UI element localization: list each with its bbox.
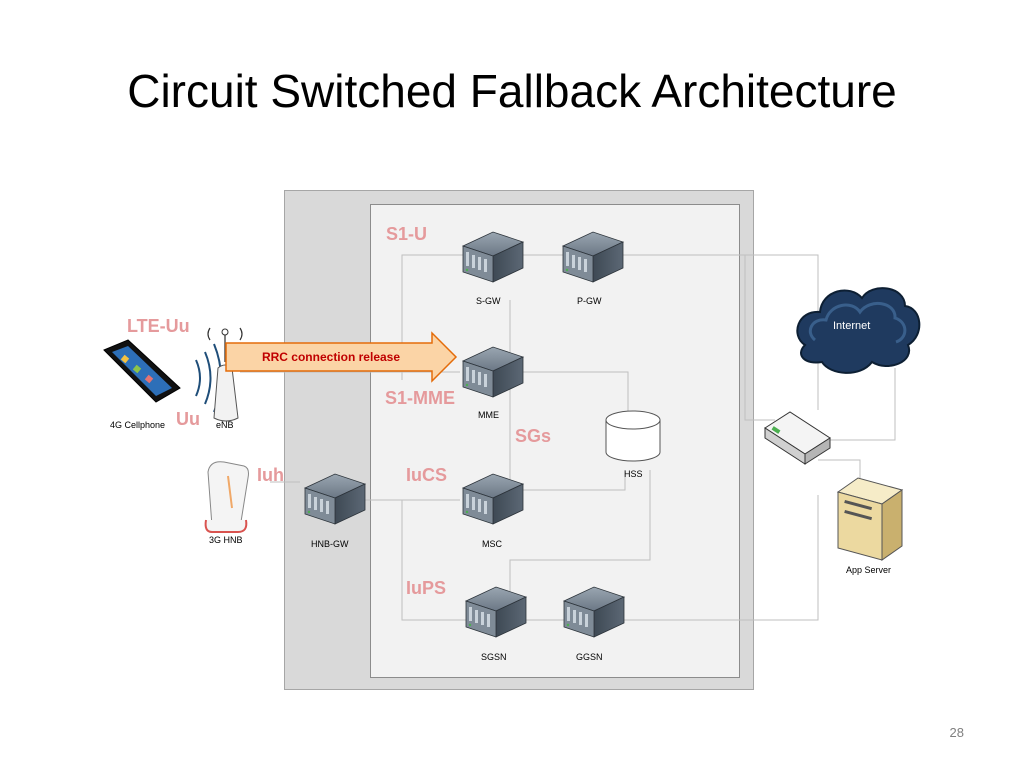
- app-server-label: App Server: [846, 565, 892, 575]
- internet-cloud-icon: [796, 287, 921, 374]
- slide-page-number: 28: [949, 725, 964, 740]
- s1u-interface-label: S1-U: [386, 224, 428, 244]
- hnb-gw-label: HNB-GW: [311, 539, 349, 549]
- ggsn-label: GGSN: [576, 652, 603, 662]
- lte-uu-interface-label: LTE-Uu: [127, 316, 190, 336]
- iucs-interface-label: IuCS: [406, 465, 448, 485]
- iuh-interface-label: Iuh: [257, 465, 284, 485]
- app-server-icon: [836, 477, 904, 561]
- ggsn-server-icon: [563, 586, 625, 638]
- sgw-label: S-GW: [476, 296, 501, 306]
- mme-label: MME: [478, 410, 499, 420]
- pgw-label: P-GW: [577, 296, 602, 306]
- hnbgw-server-icon: [304, 473, 366, 525]
- mme-server-icon: [462, 346, 524, 398]
- internet-label: Internet: [833, 320, 871, 332]
- router-icon: [764, 411, 831, 465]
- hss-database-icon: [605, 410, 661, 462]
- rrc-arrow-label: RRC connection release: [261, 350, 401, 364]
- hss-label: HSS: [624, 469, 643, 479]
- core-network-box: [370, 204, 740, 678]
- sgs-interface-label: SGs: [515, 426, 552, 446]
- slide-title: Circuit Switched Fallback Architecture: [127, 65, 897, 117]
- msc-label: MSC: [482, 539, 502, 549]
- sgsn-label: SGSN: [481, 652, 507, 662]
- sgw-server-icon: [462, 231, 524, 283]
- hnb-device-icon: [204, 461, 249, 533]
- enb-label: eNB: [216, 420, 234, 430]
- uu-interface-label: Uu: [176, 409, 200, 429]
- cellphone-label: 4G Cellphone: [110, 420, 166, 430]
- hnb-label: 3G HNB: [209, 535, 243, 545]
- rrc-release-arrow: [225, 331, 458, 383]
- iups-interface-label: IuPS: [406, 578, 447, 598]
- sgsn-server-icon: [465, 586, 527, 638]
- s1-mme-interface-label: S1-MME: [385, 388, 456, 408]
- cellphone-icon: [103, 339, 181, 403]
- pgw-server-icon: [562, 231, 624, 283]
- msc-server-icon: [462, 473, 524, 525]
